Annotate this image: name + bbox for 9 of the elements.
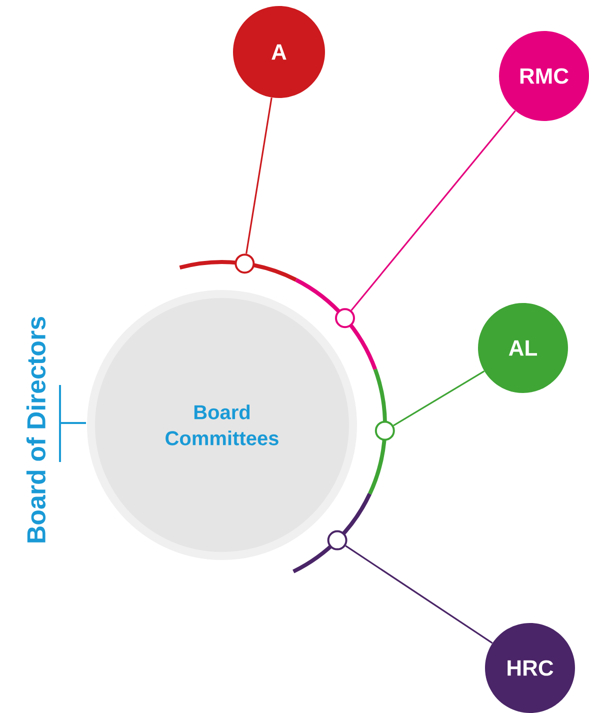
connector-line	[246, 97, 272, 254]
connector-dot	[234, 254, 255, 274]
side-label: Board of Directors	[26, 316, 46, 542]
connector-dot	[335, 308, 355, 328]
connector-dot	[327, 530, 348, 550]
connector-line	[350, 110, 516, 311]
connector-line	[393, 370, 485, 426]
connector-line	[345, 545, 493, 644]
connector-dot	[374, 420, 395, 441]
